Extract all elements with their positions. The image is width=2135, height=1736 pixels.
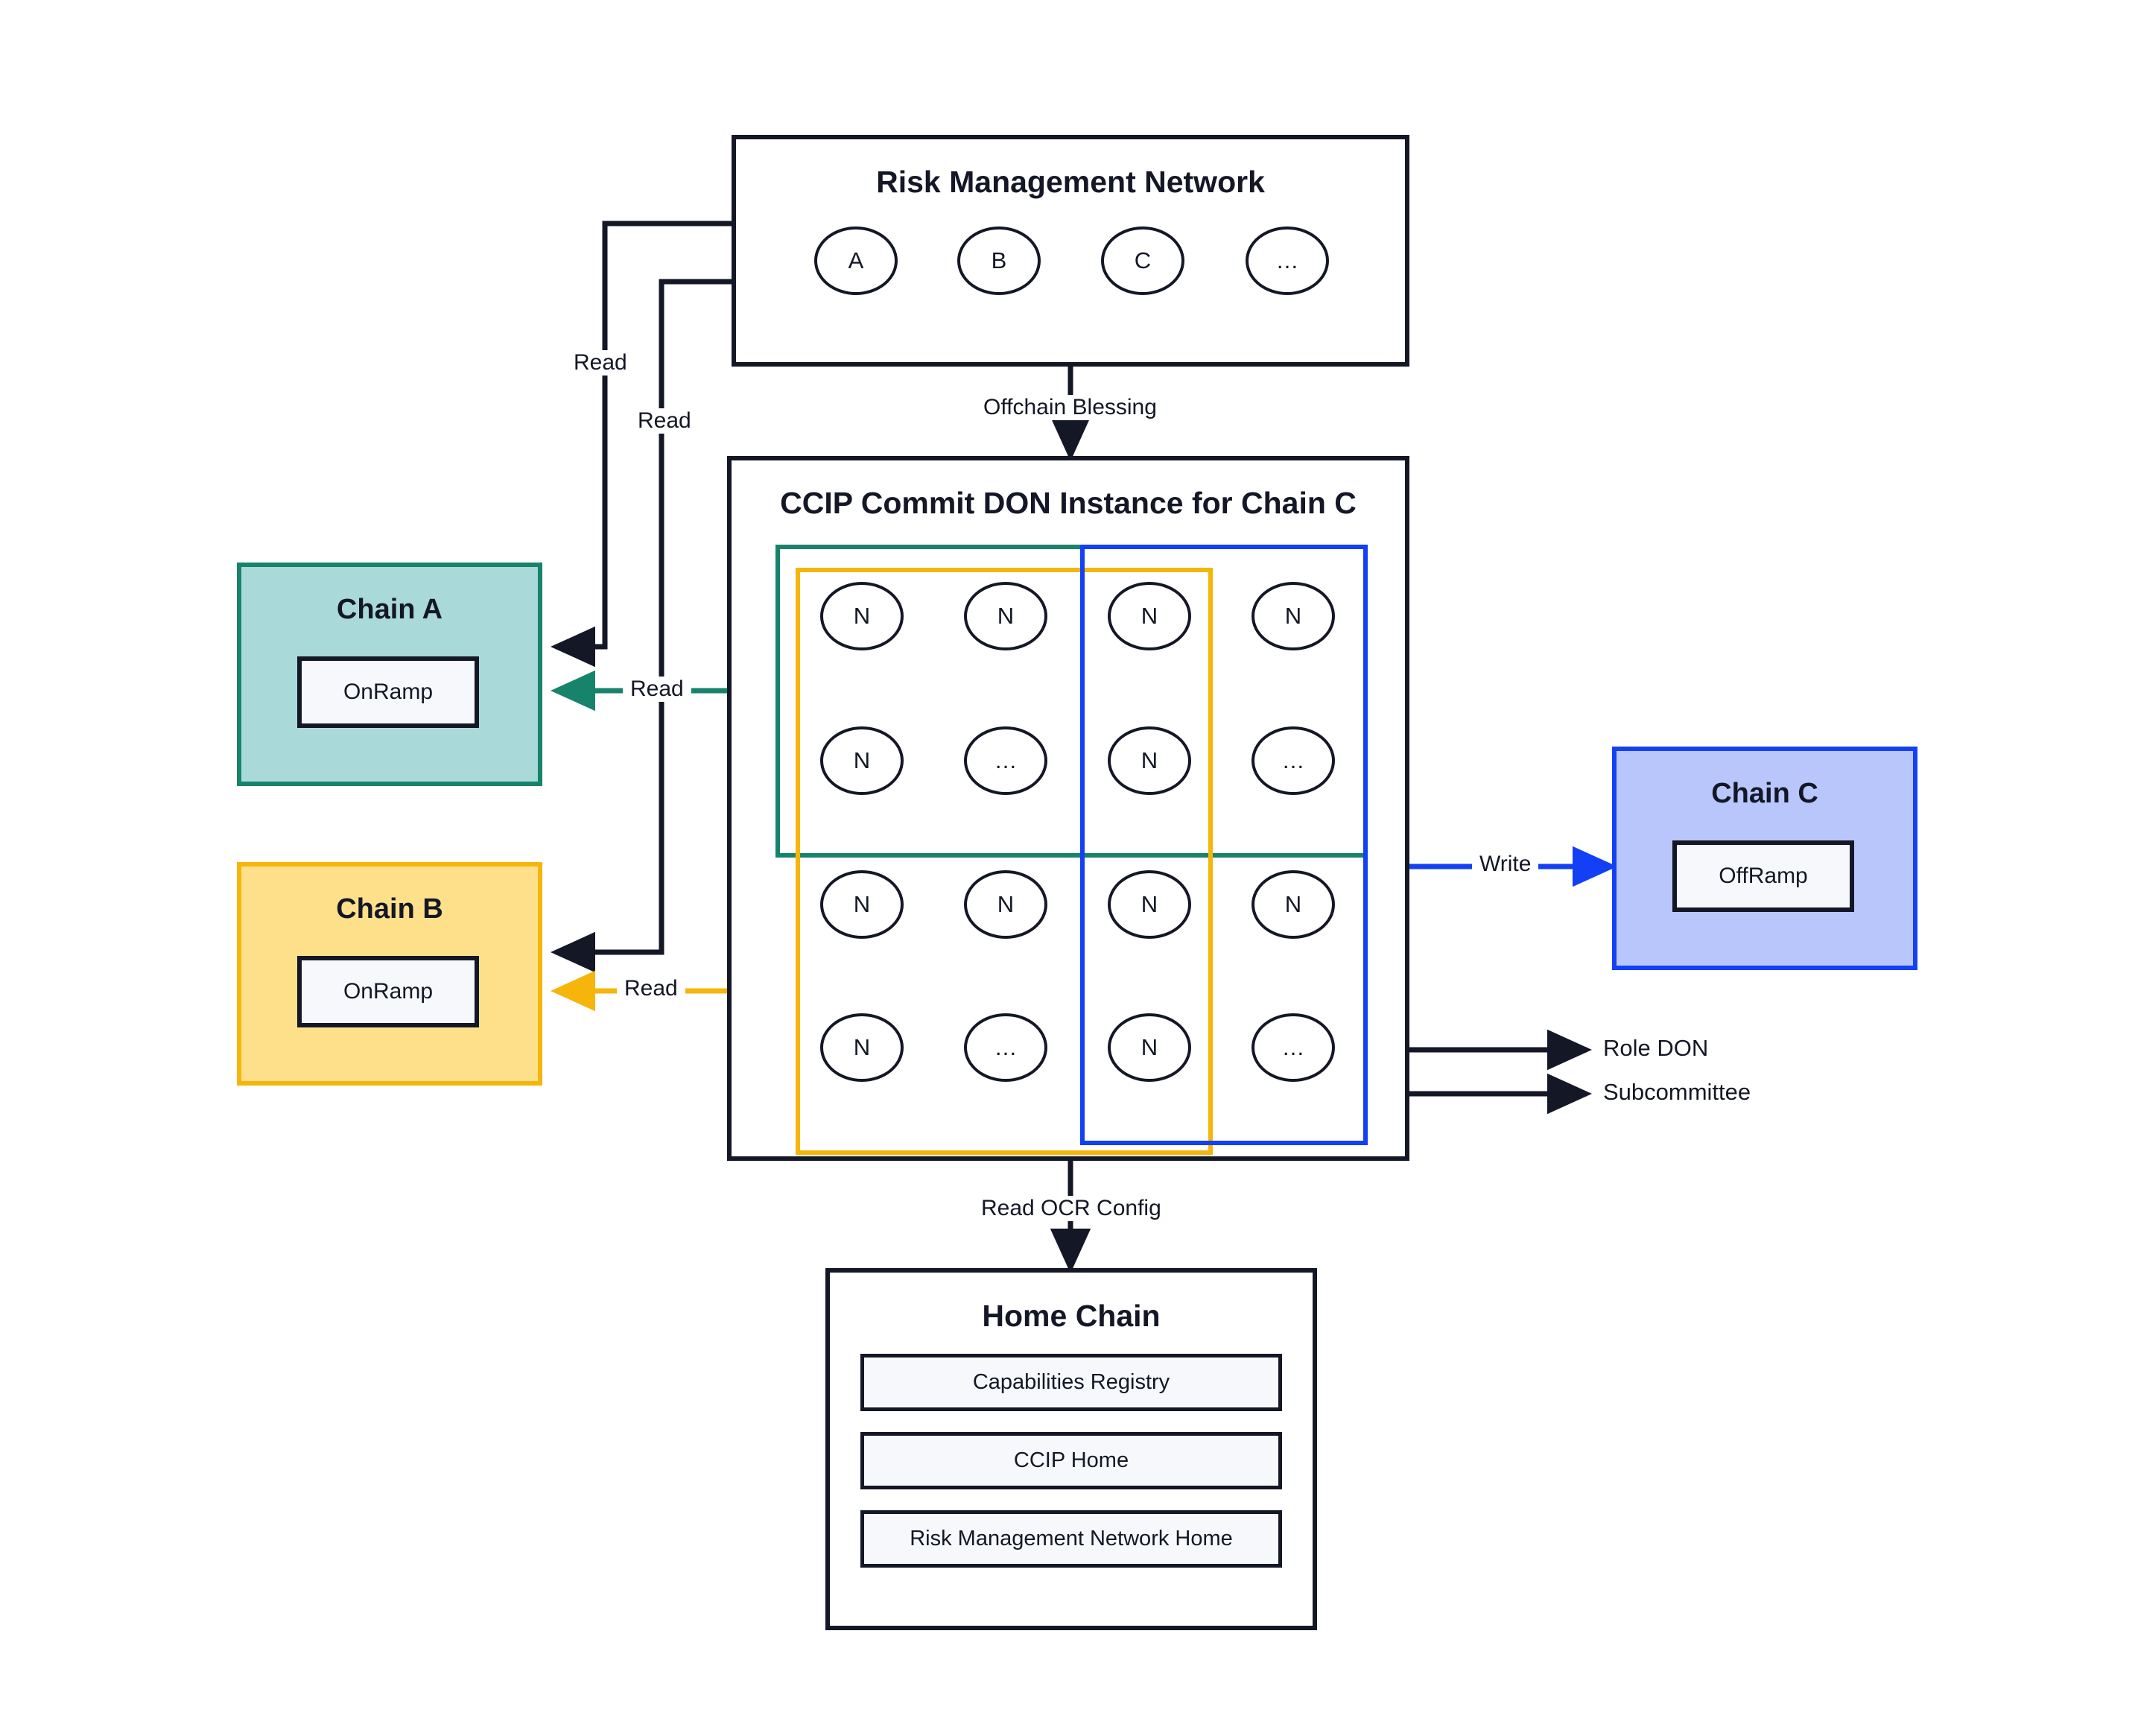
chain-c-offramp: OffRamp [1672,840,1854,912]
don-node: … [1252,726,1335,795]
don-node: N [1108,1013,1191,1082]
legend-label-subcommittee: Subcommittee [1603,1079,1751,1105]
ccip-commit-don-title: CCIP Commit DON Instance for Chain C [780,486,1357,520]
edge-rmn-to-chain-b [550,279,732,973]
don-node: … [964,726,1047,795]
don-node: N [1252,582,1335,650]
chain-a-title: Chain A [336,594,443,625]
home-chain-item: Capabilities Registry [860,1354,1282,1411]
don-node: N [1108,582,1191,650]
don-node: N [964,582,1047,650]
don-node: N [1108,726,1191,795]
don-node: N [1252,870,1335,939]
don-node: N [1108,870,1191,939]
chain-c-title: Chain C [1711,778,1818,809]
don-node: … [964,1013,1047,1082]
chain-b-title: Chain B [336,893,443,925]
don-node: N [820,1013,904,1082]
edge-rmn-to-chain-a [550,221,732,668]
edge-label-offchain-blessing: Offchain Blessing [976,395,1164,420]
group-outline-blue [1080,545,1368,1145]
don-node: N [820,726,904,795]
edge-label-read-chain-a-teal: Read [623,677,691,702]
chain-a-onramp: OnRamp [297,656,479,728]
home-chain-item: Risk Management Network Home [860,1510,1282,1568]
chain-b-onramp: OnRamp [297,956,479,1027]
group-outline-yellow [796,568,1213,1155]
rmn-node: C [1101,226,1184,295]
don-node: N [964,870,1047,939]
rmn-node: A [814,226,898,295]
edge-label-read-ocr-config: Read OCR Config [974,1196,1169,1221]
edge-label-read-chain-a-black: Read [566,350,635,376]
risk-management-network-title: Risk Management Network [876,165,1265,199]
don-node: N [820,870,904,939]
legend-label-role-don: Role DON [1603,1035,1709,1061]
rmn-node: B [957,226,1041,295]
edge-label-read-chain-b-yellow: Read [617,976,685,1001]
home-chain-title: Home Chain [982,1299,1161,1333]
home-chain-item: CCIP Home [860,1432,1282,1489]
rmn-node: … [1246,226,1329,295]
edge-label-write-chain-c: Write [1472,852,1539,877]
don-node: N [820,582,904,650]
edge-label-read-chain-b-black: Read [630,408,699,434]
don-node: … [1252,1013,1335,1082]
